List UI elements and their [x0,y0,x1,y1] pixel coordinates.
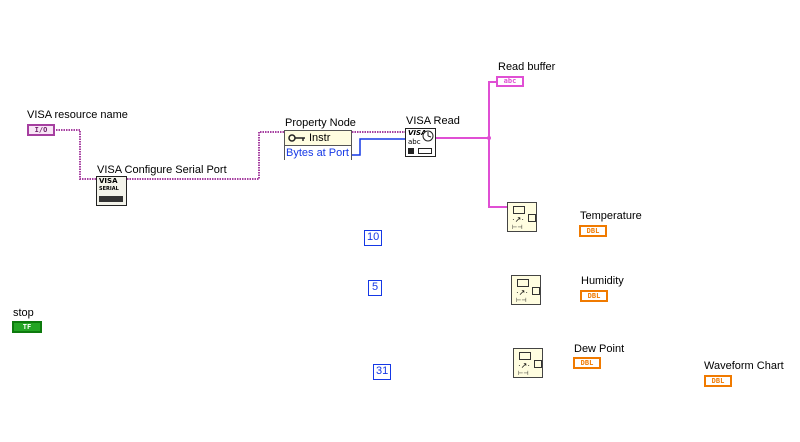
string-wire-to-buffer[interactable] [488,81,496,138]
scan-from-string-dew-point-subvi-icon[interactable]: ·↗· ⊢⊣ [513,348,543,378]
scan-glyph-box [519,352,531,360]
scan-glyph-io: ⊢⊣ [516,298,527,304]
dbl-indicator-icon[interactable]: DBL [579,225,607,237]
temperature-label: Temperature [580,210,642,222]
dew-point-label: Dew Point [574,343,625,355]
humidity-terminal-text: DBL [587,291,601,300]
scan-glyph-box [513,206,525,214]
visa-read-subvi-icon[interactable]: VISA abc [405,128,436,157]
scan-glyph-out [532,287,540,295]
visa-configure-subvi-icon[interactable]: VISA SERIAL [96,176,127,206]
visa-read-glyph-box [418,148,432,154]
configure-glyph-top: VISA [99,177,118,185]
numeric-constant-10[interactable]: 10 [364,230,383,246]
property-node[interactable]: Instr Bytes at Port [284,130,352,160]
property-node-class-row: Instr [285,131,351,146]
visa-wire-in[interactable] [56,129,96,180]
scan-glyph-box [517,279,529,287]
dbl-indicator-icon[interactable]: DBL [580,290,608,302]
configure-glyph-mid: SERIAL [99,186,119,192]
scan-glyph-arrow: ·↗· [518,361,531,370]
waveform-chart-label: Waveform Chart [704,360,784,372]
scan-glyph-io: ⊢⊣ [512,225,523,231]
property-node-class: Instr [309,132,331,144]
visa-read-glyph-visa: VISA [408,129,427,137]
string-indicator-icon[interactable]: abc [496,76,524,87]
numeric-constant-31[interactable]: 31 [373,364,392,380]
read-buffer-label: Read buffer [498,61,556,73]
dew-point-terminal-text: DBL [580,358,594,367]
scan-glyph-out [534,360,542,368]
string-wire-to-scan[interactable] [488,138,507,208]
visa-read-label: VISA Read [406,115,460,127]
visa-configure-label: VISA Configure Serial Port [97,164,227,176]
scan-glyph-io: ⊢⊣ [518,371,529,377]
scan-glyph-arrow: ·↗· [516,288,529,297]
property-node-label: Property Node [285,117,356,129]
numeric-constant-5[interactable]: 5 [368,280,382,296]
read-buffer-terminal-text: abc [503,77,517,85]
key-icon [288,134,305,142]
visa-wire-configure-to-property[interactable] [127,131,284,180]
visa-read-glyph-abc: abc [408,138,421,146]
scan-glyph-arrow: ·↗· [512,215,525,224]
visa-terminal-text: I/O [34,125,48,134]
humidity-label: Humidity [581,275,624,287]
visa-read-glyph-r [408,148,414,154]
dbl-indicator-icon[interactable]: DBL [704,375,732,387]
byte-count-wire[interactable] [352,138,405,156]
stop-label: stop [13,307,34,319]
configure-glyph-bar [99,196,123,202]
wire-junction [487,136,491,140]
boolean-control-icon[interactable]: TF [12,321,42,333]
visa-terminal-icon[interactable]: I/O [27,124,55,136]
dbl-indicator-icon[interactable]: DBL [573,357,601,369]
clock-icon [422,130,434,142]
property-node-property: Bytes at Port [286,147,349,159]
scan-glyph-out [528,214,536,222]
scan-from-string-humidity-subvi-icon[interactable]: ·↗· ⊢⊣ [511,275,541,305]
scan-from-string-temperature-subvi-icon[interactable]: ·↗· ⊢⊣ [507,202,537,232]
waveform-chart-terminal-text: DBL [711,376,725,385]
stop-terminal-text: TF [22,322,32,331]
temperature-terminal-text: DBL [586,226,600,235]
property-node-property-row[interactable]: Bytes at Port [285,146,351,160]
visa-resource-name-label: VISA resource name [27,109,128,121]
